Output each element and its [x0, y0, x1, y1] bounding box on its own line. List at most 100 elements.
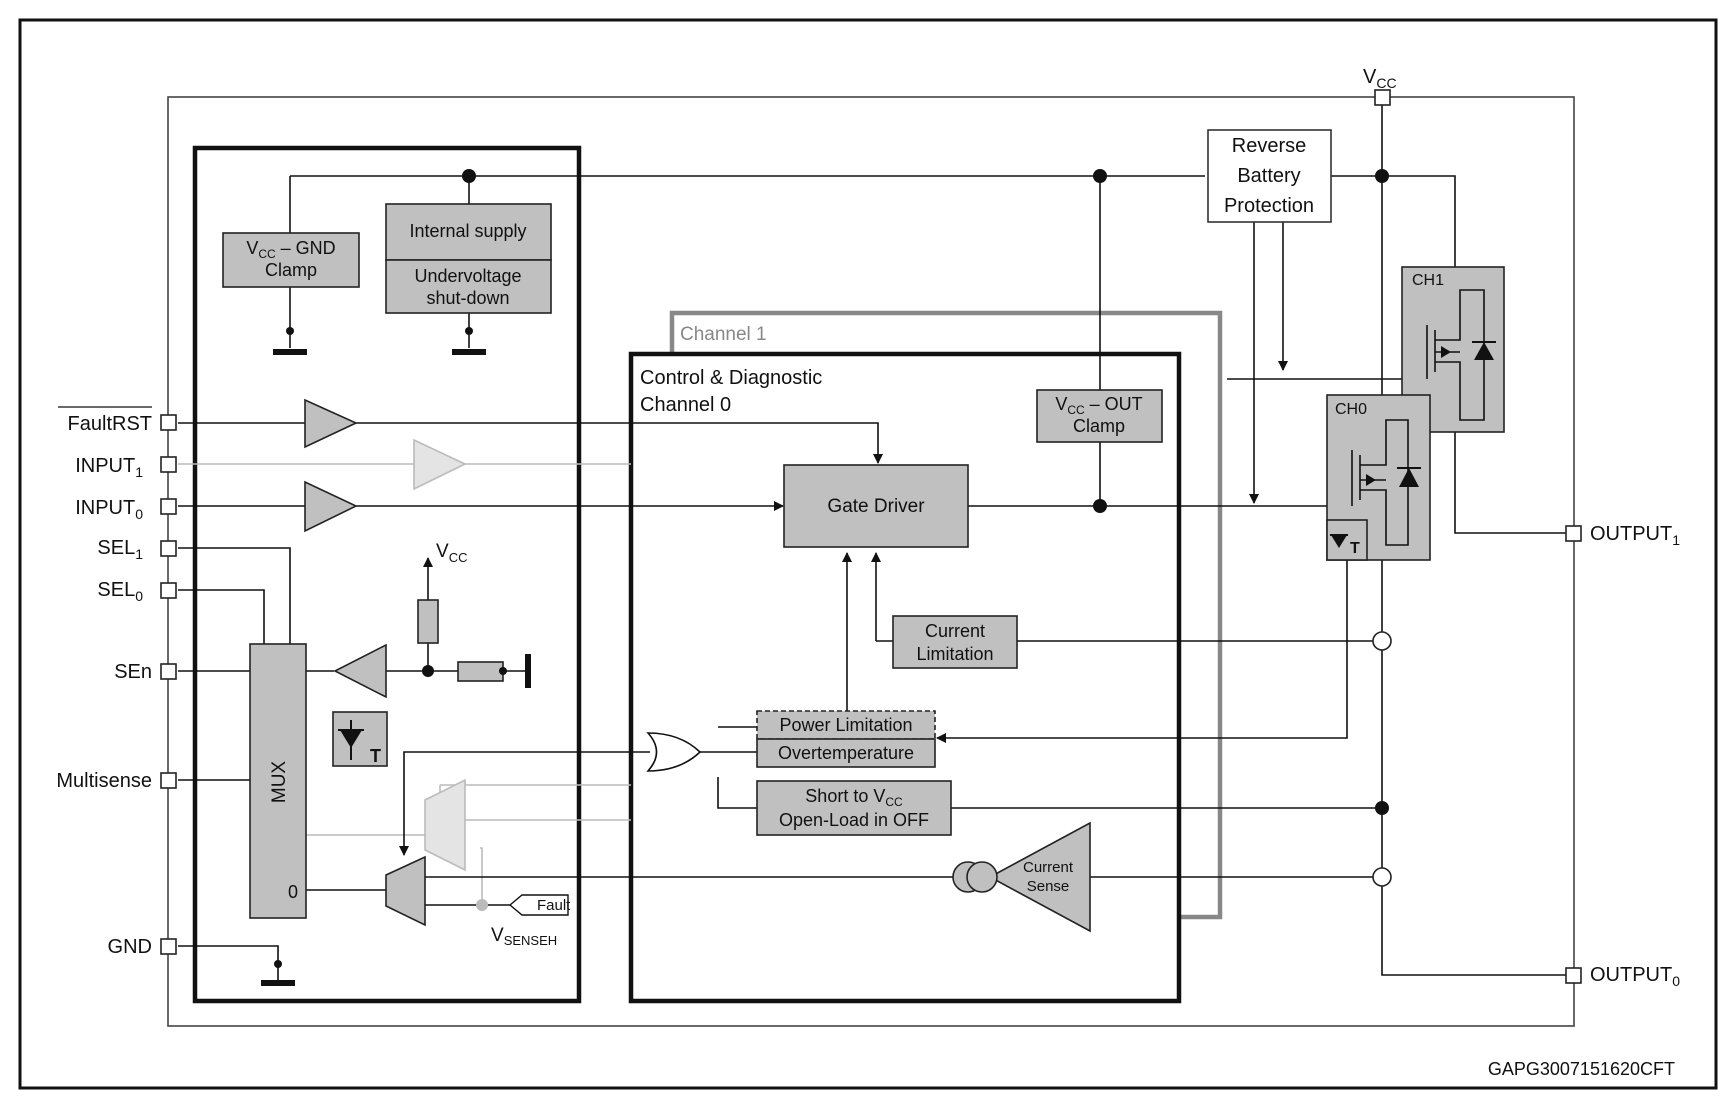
reverse-battery-block — [1207, 129, 1332, 223]
pin-input1 — [160, 456, 177, 473]
junction-short — [1375, 801, 1389, 815]
or-gate — [646, 732, 702, 772]
sel0-wire — [178, 589, 265, 644]
gnd-wire — [178, 945, 279, 980]
ch1-mosfet-arrow — [1441, 346, 1451, 358]
vcc-out-clamp-line2: Clamp — [1073, 416, 1125, 436]
current-sense-amp — [988, 821, 1091, 933]
pin-output0 — [1565, 967, 1582, 984]
pin-input0 — [160, 498, 177, 515]
vcc-gnd-clamp-line2: Clamp — [265, 260, 317, 280]
label-sel0: SEL0 — [97, 579, 143, 604]
mux-label: MUX — [269, 761, 290, 804]
pin-vcc — [1374, 89, 1391, 106]
pulldown-node — [499, 667, 507, 675]
short-to-vcc-label: Short to VCC — [805, 786, 903, 809]
vsenseh-label: VSENSEH — [491, 925, 557, 948]
ch0-diode — [1399, 468, 1419, 487]
pullup-resistor — [417, 599, 439, 644]
undervoltage-block — [385, 259, 552, 314]
junction-vcc — [1375, 169, 1389, 183]
label-faultrst: FaultRST — [68, 413, 152, 435]
undervoltage-line2: shut-down — [426, 288, 509, 308]
open-load-label: Open-Load in OFF — [779, 810, 929, 830]
internal-supply-label: Internal supply — [409, 221, 526, 241]
label-multisense: Multisense — [56, 770, 152, 792]
reverse-battery-line1: Reverse — [1232, 135, 1306, 157]
ch0-mosfet-arrow — [1366, 474, 1376, 486]
vsenseh-node — [476, 899, 488, 911]
vcc-gnd-clamp-line1: VCC – GND — [246, 238, 335, 261]
junction-supply-gnd — [465, 327, 473, 335]
input0-buffer — [304, 480, 358, 533]
thermal-sensor-block — [332, 711, 388, 767]
label-output1: OUTPUT1 — [1590, 523, 1680, 548]
label-sel1: SEL1 — [97, 537, 143, 562]
junction-out-clamp — [1093, 169, 1107, 183]
pin-gnd — [160, 938, 177, 955]
label-output0: OUTPUT0 — [1590, 964, 1680, 989]
gate-driver-label: Gate Driver — [827, 496, 925, 517]
current-sense-line2: Sense — [1027, 878, 1070, 895]
fault-tag-label: Fault — [537, 897, 571, 914]
reverse-battery-line2: Battery — [1237, 165, 1300, 187]
chip-outline — [167, 96, 1575, 1027]
label-vcc: VCC — [1363, 66, 1397, 91]
short-openload-block — [756, 780, 952, 836]
vcc-gnd-clamp-block — [222, 232, 360, 288]
thermal-feedback-wire — [936, 558, 1348, 743]
ch0-label: CH0 — [1335, 401, 1367, 418]
or-output-wire — [399, 751, 650, 856]
sel1-wire — [178, 547, 291, 644]
pin-multisense — [160, 772, 177, 789]
junction-gate — [1093, 499, 1107, 513]
vcc-out-clamp-line1: VCC – OUT — [1055, 394, 1142, 417]
pin-sel1 — [160, 540, 177, 557]
vsenseh-light-wire — [480, 847, 483, 905]
label-sen: SEn — [114, 661, 152, 683]
label-input0: INPUT0 — [75, 497, 143, 522]
ch1-diode — [1474, 342, 1494, 360]
outer-border — [18, 18, 1718, 1090]
faultrst-wire — [178, 422, 883, 464]
ch0-thermal-t: T — [1350, 540, 1360, 557]
ch0-thermal-diode — [1331, 535, 1347, 548]
pin-output1 — [1565, 525, 1582, 542]
footer-code: GAPG3007151620CFT — [1488, 1059, 1675, 1079]
ch1-sense-mux — [424, 778, 466, 872]
control-diag-frame — [628, 351, 1182, 1004]
pin-sel0 — [160, 582, 177, 599]
power-limitation-block — [756, 710, 936, 740]
sen-buffer — [333, 643, 387, 699]
current-limitation-block — [892, 615, 1018, 669]
sen-node — [422, 665, 434, 677]
label-input1: INPUT1 — [75, 455, 143, 480]
undervoltage-line1: Undervoltage — [414, 266, 521, 286]
current-limitation-line1: Current — [925, 621, 985, 641]
sense-node-current — [1372, 631, 1392, 651]
pulldown-resistor — [457, 661, 504, 682]
current-limitation-line2: Limitation — [916, 644, 993, 664]
internal-supply-block — [385, 203, 552, 261]
current-sense-line1: Current — [1023, 859, 1074, 876]
label-gnd: GND — [108, 936, 152, 958]
channel1-label: Channel 1 — [680, 324, 767, 345]
ch0-thermal-block — [1326, 519, 1368, 561]
pin-sen — [160, 663, 177, 680]
ch1-mosfet-symbol — [1426, 289, 1485, 421]
fault-tag — [508, 894, 569, 916]
gate-driver-block — [783, 464, 969, 548]
overtemperature-block — [756, 738, 936, 768]
ch1-label: CH1 — [1412, 272, 1444, 289]
faultrst-buffer — [304, 398, 358, 449]
mux-zero-label: 0 — [288, 882, 298, 902]
mux-block — [249, 643, 307, 919]
vcc-out-clamp-block — [1036, 389, 1163, 443]
sense-node-output — [1372, 867, 1392, 887]
sense-coil-right — [966, 861, 998, 893]
control-diag-title: Control & Diagnostic — [640, 367, 822, 389]
logic-frame — [192, 145, 582, 1004]
pin-faultrst — [160, 414, 177, 431]
power-limitation-label: Power Limitation — [779, 715, 912, 735]
